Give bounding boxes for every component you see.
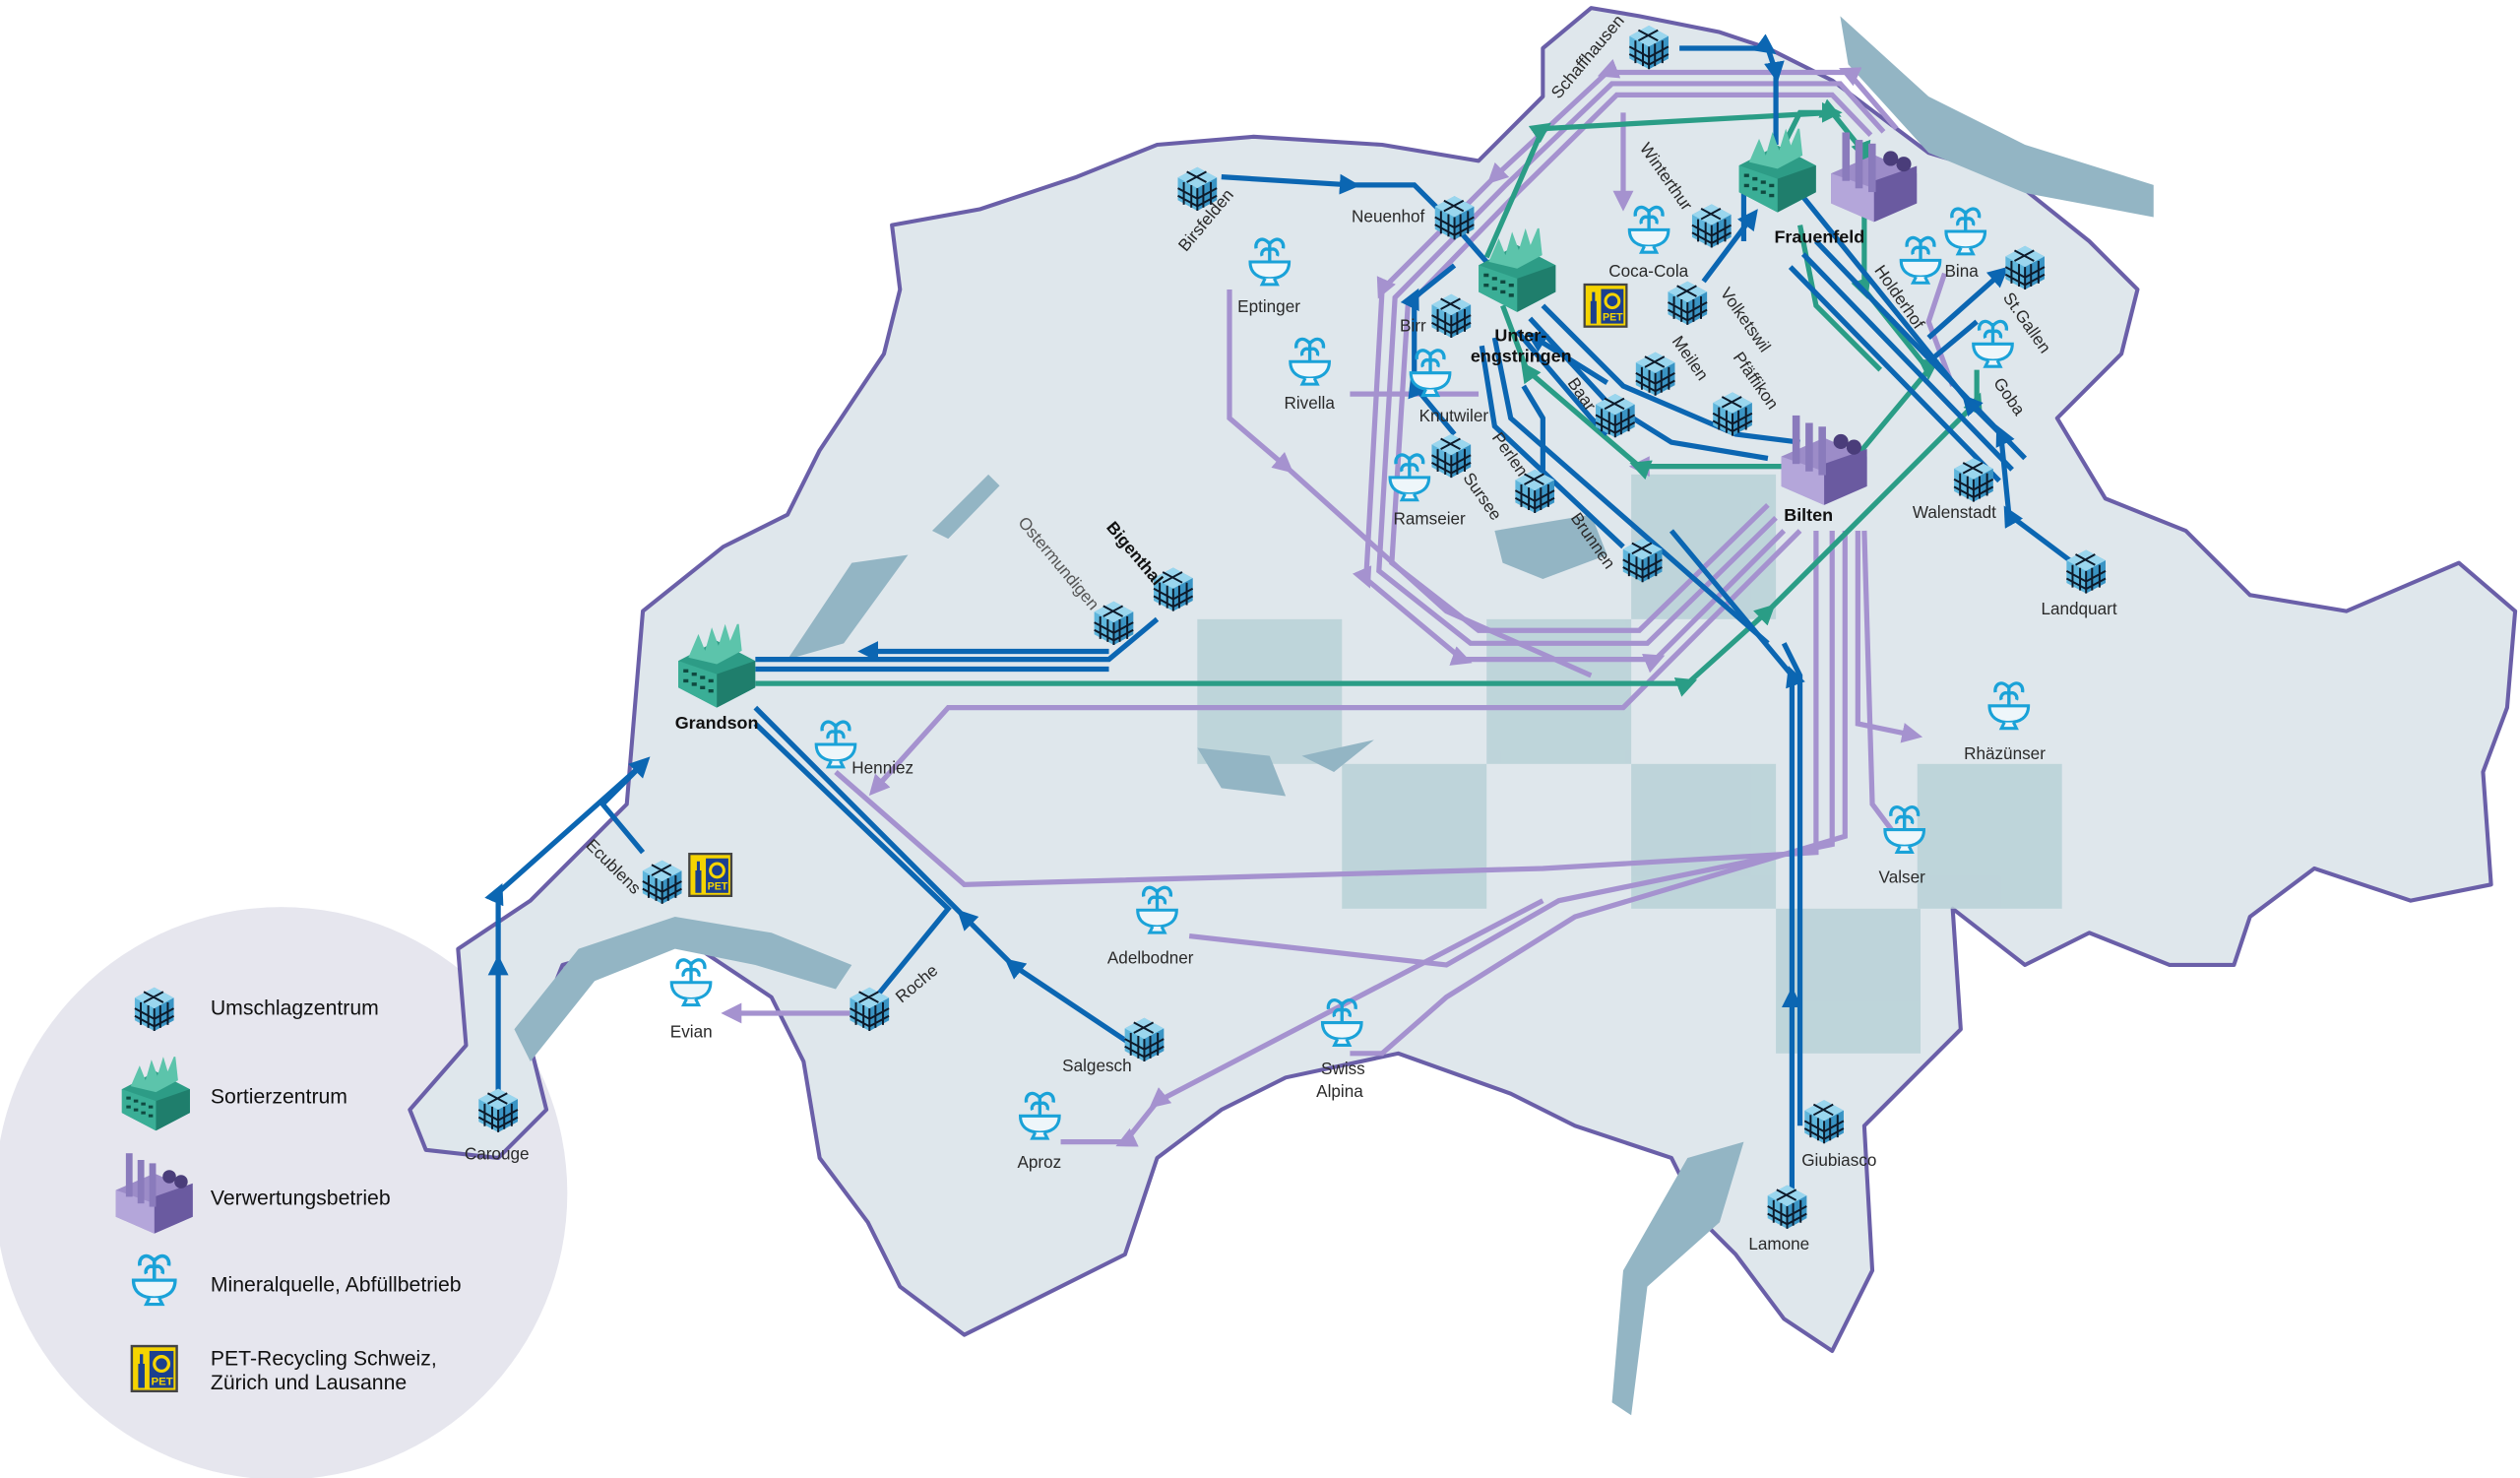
label-unterengstringen-2: engstringen bbox=[1471, 346, 1572, 365]
label-bilten: Bilten bbox=[1784, 505, 1833, 525]
legend-background bbox=[0, 907, 568, 1478]
legend-label-plant: Verwertungsbetrieb bbox=[211, 1187, 391, 1209]
label-landquart: Landquart bbox=[2041, 599, 2116, 618]
label-rhaezuenser: Rhäzünser bbox=[1964, 743, 2046, 763]
label-valser: Valser bbox=[1879, 868, 1926, 887]
label-grandson: Grandson bbox=[675, 713, 759, 733]
pet-logo-icon[interactable] bbox=[1583, 283, 1628, 329]
label-swissalpina-2: Alpina bbox=[1316, 1081, 1363, 1101]
green-routes bbox=[755, 98, 1983, 697]
label-birr: Birr bbox=[1400, 315, 1426, 335]
label-swissalpina-1: Swiss bbox=[1321, 1059, 1365, 1078]
legend-label-pet-1: PET-Recycling Schweiz, bbox=[211, 1348, 437, 1371]
label-eptinger: Eptinger bbox=[1237, 296, 1300, 316]
label-henniez: Henniez bbox=[851, 758, 914, 778]
label-giubiasco: Giubiasco bbox=[1801, 1150, 1876, 1170]
legend-label-sorting: Sortierzentrum bbox=[211, 1085, 347, 1108]
label-aproz: Aproz bbox=[1017, 1152, 1061, 1172]
pet-logo-icon bbox=[130, 1344, 179, 1393]
label-ramseier: Ramseier bbox=[1394, 508, 1467, 528]
blue-routes bbox=[484, 33, 2075, 1190]
legend-label-hub: Umschlagzentrum bbox=[211, 997, 379, 1020]
legend-label-spring: Mineralquelle, Abfüllbetrieb bbox=[211, 1274, 462, 1297]
label-lamone: Lamone bbox=[1748, 1234, 1809, 1253]
label-neuenhof: Neuenhof bbox=[1352, 206, 1424, 225]
label-unterengstringen-1: Unter- bbox=[1494, 325, 1546, 345]
label-adelbodner: Adelbodner bbox=[1107, 947, 1194, 967]
label-walenstadt: Walenstadt bbox=[1913, 502, 1996, 522]
label-cocacola: Coca-Cola bbox=[1608, 261, 1688, 281]
legend: Umschlagzentrum Sortierzentrum Verwertun… bbox=[115, 986, 462, 1394]
label-bina: Bina bbox=[1945, 261, 1980, 281]
label-salgesch: Salgesch bbox=[1062, 1056, 1131, 1075]
label-carouge: Carouge bbox=[465, 1144, 530, 1164]
label-rivella: Rivella bbox=[1284, 393, 1335, 413]
fountain-icon[interactable] bbox=[669, 958, 713, 1007]
label-knutwiler: Knutwiler bbox=[1419, 406, 1489, 425]
label-evian: Evian bbox=[670, 1021, 713, 1041]
pet-logo-icon[interactable] bbox=[687, 852, 733, 898]
label-frauenfeld: Frauenfeld bbox=[1774, 227, 1864, 247]
legend-label-pet-2: Zürich und Lausanne bbox=[211, 1372, 407, 1394]
